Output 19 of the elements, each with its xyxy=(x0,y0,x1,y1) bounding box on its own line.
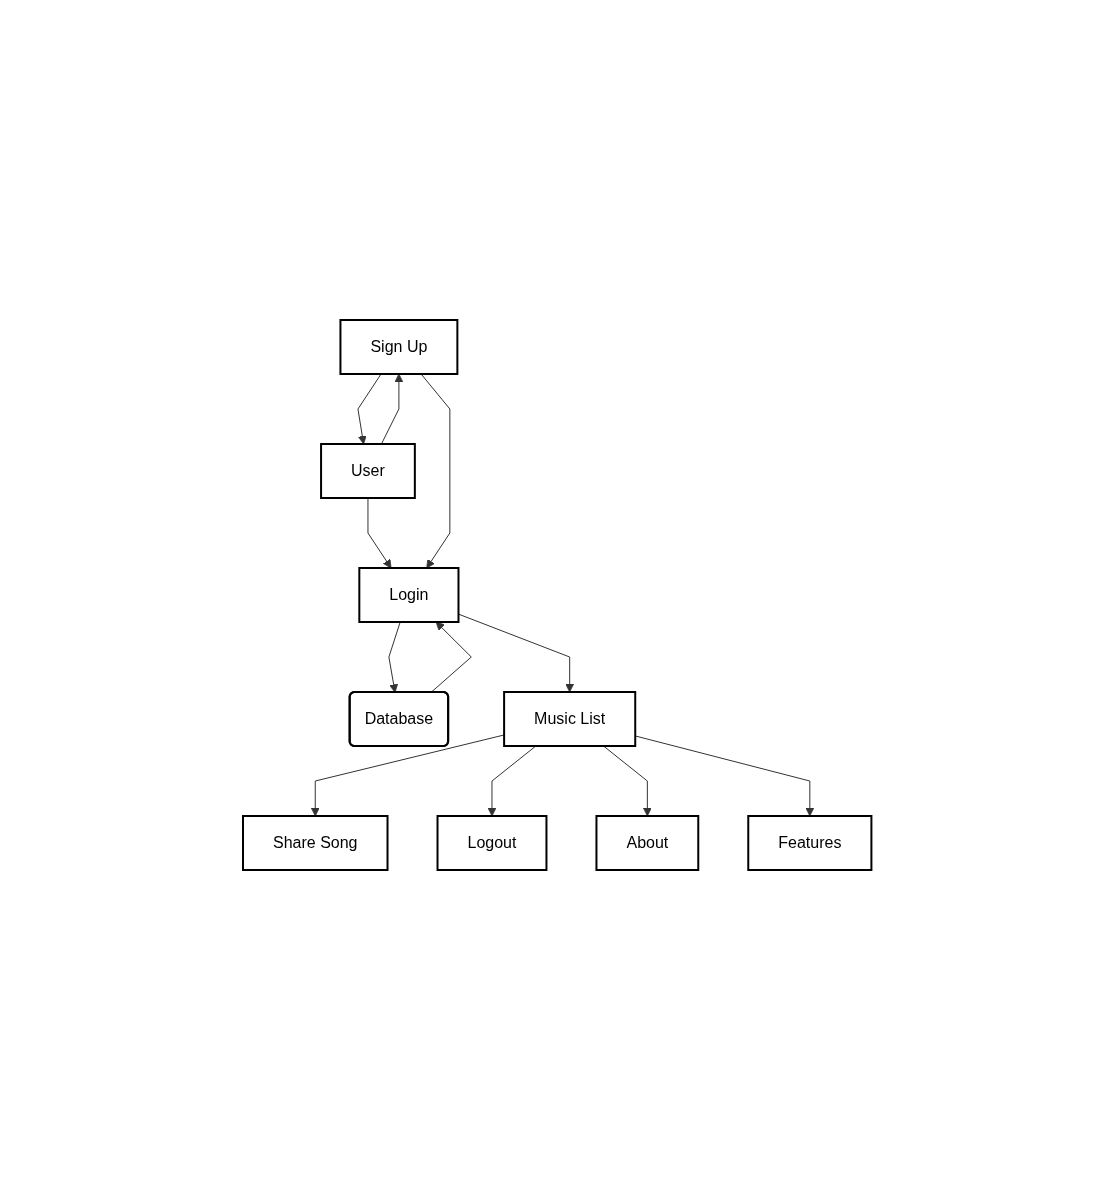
arrow xyxy=(420,373,451,569)
node-box: About xyxy=(595,815,700,871)
node-box: Features xyxy=(747,815,873,871)
node-box: Logout xyxy=(436,815,548,871)
arrow xyxy=(635,735,815,817)
arrow xyxy=(381,373,404,445)
node-box: Sign Up xyxy=(339,319,459,375)
arrow xyxy=(311,734,505,817)
arrow xyxy=(430,621,473,693)
arrow xyxy=(367,497,392,569)
arrow xyxy=(487,745,537,817)
arrow xyxy=(458,613,575,693)
arrow xyxy=(603,745,653,817)
arrow xyxy=(357,373,382,445)
node-box: Share Song xyxy=(242,815,389,871)
arrow xyxy=(388,621,401,693)
node-box: Music List xyxy=(503,691,637,747)
node-box: Login xyxy=(358,567,460,623)
node-box: User xyxy=(320,443,417,499)
